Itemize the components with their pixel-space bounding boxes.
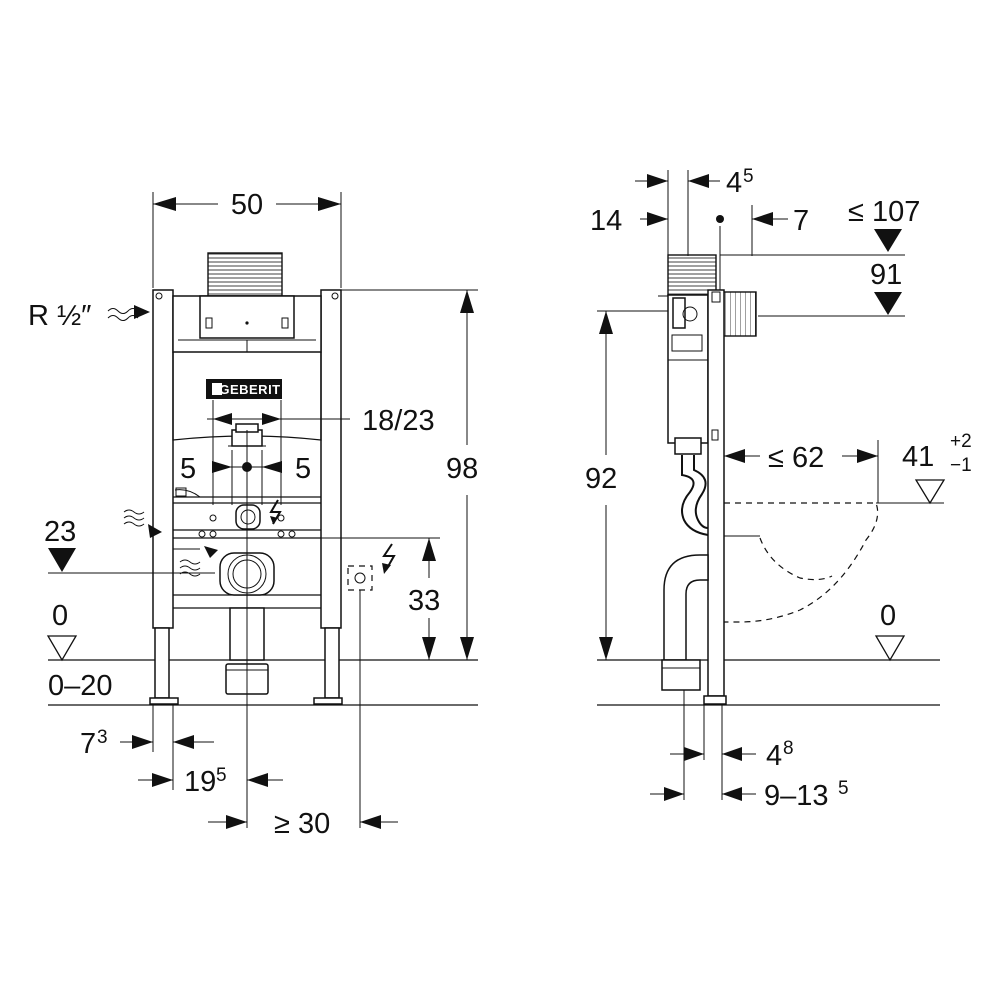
width-dimension: 50 xyxy=(152,189,342,288)
pipe-label: R ½″ xyxy=(28,300,91,332)
level-41: 41 +2 −1 xyxy=(876,431,972,505)
dim-4-label: 4 xyxy=(726,167,742,199)
dim-48-label: 4 xyxy=(766,740,782,772)
offset-7-label: 7 xyxy=(80,728,96,760)
brand-label: GEBERIT xyxy=(219,382,280,397)
max-62-dimension: ≤ 62 xyxy=(724,440,879,503)
flush-label: 18/23 xyxy=(362,405,435,437)
brand-badge: GEBERIT xyxy=(206,379,282,399)
dim-48-dimension: 4 8 xyxy=(670,738,794,772)
spacing-right-label: 5 xyxy=(295,453,311,485)
max-62-label: ≤ 62 xyxy=(768,442,824,474)
width-label: 50 xyxy=(231,189,263,221)
cistern-top-box xyxy=(207,252,283,297)
dim-91-label: 91 xyxy=(870,259,902,291)
dim-41-label: 41 xyxy=(902,441,934,473)
side-level-0-label: 0 xyxy=(880,600,896,632)
level-23-label: 23 xyxy=(44,516,76,548)
height-98-dimension: 98 xyxy=(341,289,478,660)
right-levels: ≤ 107 91 xyxy=(720,196,920,317)
dim-9-13-sup: 5 xyxy=(838,778,849,799)
level-0-side: 0 xyxy=(874,600,906,662)
dim-41-minus: −1 xyxy=(950,455,972,476)
frame-posts xyxy=(149,289,343,705)
offset-7-sup: 3 xyxy=(97,727,108,748)
water-supply-pipe: R ½″ xyxy=(28,300,150,332)
water-symbol-left xyxy=(123,509,218,577)
dim-9-13-dimension: 9–13 5 xyxy=(650,778,849,812)
flush-opening-dimension: 18/23 xyxy=(207,400,435,505)
dim-48-sup: 8 xyxy=(783,738,794,759)
floor-range-label: 0–20 xyxy=(48,670,113,702)
offset-19-label: 19 xyxy=(184,766,216,798)
side-cistern-body xyxy=(667,294,709,455)
height-33-dimension: 33 xyxy=(321,537,440,660)
dim-9-13-label: 9–13 xyxy=(764,780,829,812)
top-dimensions: 4 5 14 7 xyxy=(590,166,809,300)
height-98-label: 98 xyxy=(446,453,478,485)
offset-7-dimension: 7 3 xyxy=(80,704,214,760)
offset-19-dimension: 19 5 xyxy=(138,752,283,798)
spacing-left-label: 5 xyxy=(180,453,196,485)
electric-box xyxy=(347,543,396,828)
level-23: 23 xyxy=(44,516,215,574)
side-drain-elbow xyxy=(661,554,723,800)
front-view: 50 xyxy=(28,189,478,840)
min-30-label: ≥ 30 xyxy=(274,808,330,840)
side-toilet-bowl xyxy=(724,502,879,623)
level-0-front: 0 0–20 xyxy=(46,600,113,702)
offset-19-sup: 5 xyxy=(216,765,227,786)
height-33-label: 33 xyxy=(408,585,440,617)
dim-4-sup: 5 xyxy=(743,166,754,187)
side-view: 4 5 14 7 ≤ 107 91 xyxy=(585,166,972,812)
height-92-label: 92 xyxy=(585,463,617,495)
dim-14-label: 14 xyxy=(590,205,622,237)
centre-spacing: 5 5 xyxy=(180,450,311,505)
dim-41-plus: +2 xyxy=(950,431,972,452)
cistern-body xyxy=(172,295,322,441)
min-30-dimension: ≥ 30 xyxy=(208,808,398,840)
dim-7-label: 7 xyxy=(793,205,809,237)
level-0-label: 0 xyxy=(52,600,68,632)
side-flush-pipe xyxy=(681,455,709,536)
side-frame-post xyxy=(703,289,727,705)
max-107-label: ≤ 107 xyxy=(848,196,920,228)
height-92-dimension: 92 xyxy=(585,310,668,660)
